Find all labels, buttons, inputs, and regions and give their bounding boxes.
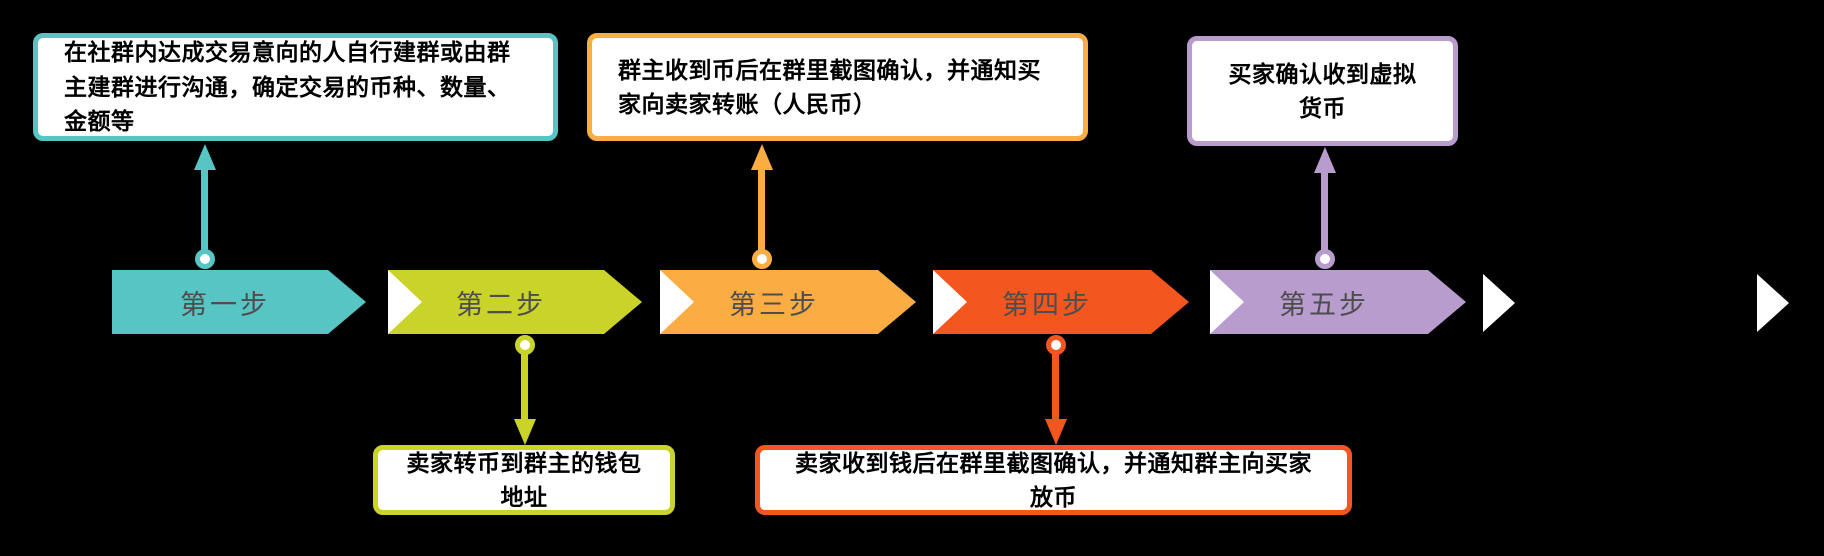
connector-dot [195,249,215,269]
chevron-separator-icon [388,270,422,334]
step-4-label: 第四步 [1002,289,1092,320]
arrowhead-down-icon [1045,419,1067,445]
connector-line [758,166,765,256]
chevron-separator-icon [933,270,967,334]
step-5-callout: 买家确认收到虚拟货币 [1187,36,1458,146]
connector-line [1321,169,1328,256]
chevron-separator-icon [660,270,694,334]
connector-dot [1315,249,1335,269]
callout-text: 卖家转币到群主的钱包地址 [406,449,642,511]
callout-text: 在社群内达成交易意向的人自行建群或由群主建群进行沟通，确定交易的币种、数量、金额… [64,39,511,135]
step-5-label: 第五步 [1279,289,1369,320]
connector-dot [515,335,535,355]
step-5-banner: 第五步 [1210,270,1466,334]
step-1-label: 第一步 [180,289,270,320]
step-4-banner: 第四步 [933,270,1189,334]
connector-dot [1046,335,1066,355]
arrowhead-down-icon [514,419,536,445]
step-3-label: 第三步 [729,289,819,320]
connector-line [201,166,208,256]
connector-line [521,353,528,423]
step-2-banner: 第二步 [388,270,642,334]
step-3-banner: 第三步 [660,270,916,334]
step-1-callout: 在社群内达成交易意向的人自行建群或由群主建群进行沟通，确定交易的币种、数量、金额… [33,33,558,141]
connector-line [1052,353,1059,423]
flow-continuation-arrow-icon [1483,274,1515,332]
step-2-label: 第二步 [456,289,546,320]
step-3-callout: 群主收到币后在群里截图确认，并通知买家向卖家转账（人民币） [587,33,1088,141]
step-1-banner: 第一步 [112,270,366,334]
flow-continuation-arrow-icon [1757,274,1789,332]
callout-text: 群主收到币后在群里截图确认，并通知买家向卖家转账（人民币） [618,56,1041,118]
chevron-separator-icon [1210,270,1244,334]
connector-dot [752,249,772,269]
step-2-callout: 卖家转币到群主的钱包地址 [373,445,675,515]
callout-text: 卖家收到钱后在群里截图确认，并通知群主向买家放币 [795,449,1312,511]
step-4-callout: 卖家收到钱后在群里截图确认，并通知群主向买家放币 [755,445,1352,515]
callout-text: 买家确认收到虚拟货币 [1228,60,1417,122]
